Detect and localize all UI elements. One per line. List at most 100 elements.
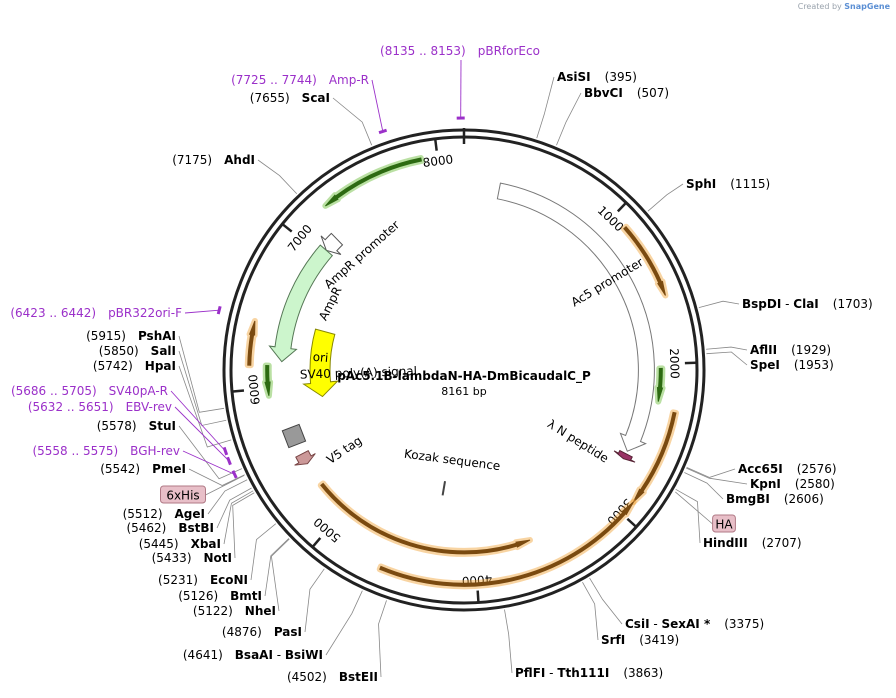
site-xbai[interactable]: (5445)XbaI: [139, 537, 221, 551]
site-spei[interactable]: SpeI(1953): [750, 358, 834, 372]
feature-label-sv40-poly-a-signal: SV40 poly(A) signal: [300, 364, 418, 382]
tag-6xhis[interactable]: 6xHis: [160, 485, 206, 504]
site-nhei[interactable]: (5122) NheI: [193, 604, 276, 618]
site-noti[interactable]: (5433)NotI: [152, 551, 232, 565]
site-position: (5122): [193, 604, 233, 618]
site-position: (1929): [791, 343, 831, 357]
site-bmgbi[interactable]: BmgBI(2606): [726, 492, 824, 506]
leader-scai: [332, 97, 373, 146]
tick-mark-7000: [282, 223, 293, 233]
site-name: SalI: [151, 344, 176, 358]
primer-pbrforeco[interactable]: (8135 .. 8153)pBRforEco: [380, 44, 540, 58]
site-name: NheI: [245, 604, 276, 618]
site-position: (5462): [126, 521, 166, 535]
leader-bsteii: [378, 600, 387, 678]
tag-box: [160, 485, 206, 504]
tick-label-7000: 7000: [285, 222, 315, 255]
site-pmei[interactable]: (5542)PmeI: [100, 462, 186, 476]
restriction-sites: AsiSI(395)BbvCI(507)SphI(1115)BspDI - Cl…: [86, 70, 873, 684]
site-bmti[interactable]: (5126)BmtI: [178, 589, 262, 603]
site-pasi[interactable]: (4876)PasI: [222, 625, 302, 639]
site-separator: -: [545, 666, 557, 680]
site-position: (4641): [183, 648, 223, 662]
site-name: Acc65I: [738, 462, 783, 476]
svg-text:AflII(1929): AflII(1929): [750, 343, 831, 357]
leader-pshai: [178, 335, 225, 413]
site-position: (4876): [222, 625, 262, 639]
credit-prefix: Created by: [797, 2, 842, 11]
primer-name: BGH-rev: [130, 444, 180, 458]
site-csii[interactable]: CsiI - SexAI *(3375): [625, 617, 764, 631]
svg-text:(5122)NheI: (5122) NheI: [193, 604, 276, 618]
primer-pbr322ori-f[interactable]: (6423 .. 6442)pBR322ori-F: [10, 306, 182, 320]
primer-amp-r[interactable]: (7725 .. 7744)Amp-R: [231, 73, 369, 87]
site-ahdi[interactable]: (7175)AhdI: [172, 153, 255, 167]
site-name-2: ClaI: [793, 297, 818, 311]
orf-arrow-6: [325, 157, 423, 207]
site-hpai[interactable]: (5742)HpaI: [93, 359, 176, 373]
site-bsaai[interactable]: (4641)BsaAI - BsiWI: [183, 648, 323, 662]
site-separator: -: [650, 617, 662, 631]
site-kpni[interactable]: KpnI(2580): [750, 477, 835, 491]
feature-ampr-promoter: [320, 232, 344, 255]
site-position: (1703): [833, 297, 873, 311]
svg-text:KpnI(2580): KpnI(2580): [750, 477, 835, 491]
primer-bgh-rev[interactable]: (5558 .. 5575) BGH-rev: [32, 444, 180, 458]
svg-text:(4641)BsaAI - BsiWI: (4641)BsaAI - BsiWI: [183, 648, 323, 662]
site-bstbi[interactable]: (5462)BstBI: [126, 521, 214, 535]
site-agei[interactable]: (5512)AgeI: [123, 507, 205, 521]
primer-range: (5686 .. 5705): [11, 384, 97, 398]
svg-text:(4502)BstEII: (4502)BstEII: [287, 670, 378, 684]
site-name: SphI: [686, 177, 716, 191]
site-bbvci[interactable]: BbvCI(507): [584, 86, 669, 100]
tag-leader-ha: [675, 491, 713, 525]
site-bsteii[interactable]: (4502)BstEII: [287, 670, 378, 684]
plasmid-name: pAc5.1B-lambdaN-HA-DmBicaudalC_P: [337, 369, 591, 384]
svg-text:HindIII(2707): HindIII(2707): [703, 536, 802, 550]
svg-text:(4876)PasI: (4876)PasI: [222, 625, 302, 639]
leader-bmti: [264, 538, 290, 597]
svg-text:(5632 .. 5651)EBV-rev: (5632 .. 5651)EBV-rev: [28, 400, 172, 414]
site-name: PflFI: [515, 666, 545, 680]
primer-sv40pa-r[interactable]: (5686 .. 5705)SV40pA-R: [11, 384, 168, 398]
leader-bstbi: [216, 487, 252, 529]
site-position: (2606): [784, 492, 824, 506]
site-name: HpaI: [145, 359, 176, 373]
site-hindiii[interactable]: HindIII(2707): [703, 536, 802, 550]
site-asisi[interactable]: AsiSI(395): [557, 70, 637, 84]
site-econi[interactable]: (5231)EcoNI: [158, 573, 248, 587]
svg-text:(5578)StuI: (5578)StuI: [97, 419, 176, 433]
site-name: NotI: [204, 551, 233, 565]
site-sali[interactable]: (5850)SalI: [99, 344, 176, 358]
svg-text:(5126)BmtI: (5126)BmtI: [178, 589, 262, 603]
feature-ori: [302, 328, 339, 398]
site-pflfi[interactable]: PflFI - Tth111I(3863): [515, 666, 663, 680]
svg-text:BmgBI(2606): BmgBI(2606): [726, 492, 824, 506]
site-pshai[interactable]: (5915)PshAI: [86, 329, 176, 343]
site-stui[interactable]: (5578)StuI: [97, 419, 176, 433]
site-aflii[interactable]: AflII(1929): [750, 343, 831, 357]
svg-text:(5512)AgeI: (5512)AgeI: [123, 507, 205, 521]
primer-ebv-rev[interactable]: (5632 .. 5651)EBV-rev: [28, 400, 172, 414]
svg-text:(8135 .. 8153)pBRforEco: (8135 .. 8153)pBRforEco: [380, 44, 540, 58]
leader-bmgbi: [684, 472, 724, 500]
feature-label-kozak-sequence: Kozak sequence: [403, 447, 501, 473]
site-sphi[interactable]: SphI (1115): [686, 177, 770, 191]
orf-arrow-8: [656, 367, 664, 402]
site-acc65i[interactable]: Acc65I(2576): [738, 462, 837, 476]
leader-agei: [207, 479, 248, 515]
tag-ha[interactable]: HA: [712, 514, 736, 533]
svg-text:SpeI(1953): SpeI(1953): [750, 358, 834, 372]
svg-text:(5558 .. 5575)BGH-rev: (5558 .. 5575) BGH-rev: [32, 444, 180, 458]
tick-mark-3000: [626, 517, 637, 528]
svg-text:(7725 .. 7744)Amp-R: (7725 .. 7744)Amp-R: [231, 73, 369, 87]
svg-text:AsiSI(395): AsiSI(395): [557, 70, 637, 84]
site-scai[interactable]: (7655)ScaI: [250, 91, 330, 105]
svg-text:(5445)XbaI: (5445)XbaI: [139, 537, 221, 551]
svg-text:(5850)SalI: (5850)SalI: [99, 344, 176, 358]
primer-range: (5558 .. 5575): [32, 444, 118, 458]
site-bspdi[interactable]: BspDI - ClaI(1703): [742, 297, 873, 311]
site-srfi[interactable]: SrfI(3419): [601, 633, 679, 647]
leader-hindiii: [675, 488, 701, 544]
site-position: (1115): [730, 177, 770, 191]
